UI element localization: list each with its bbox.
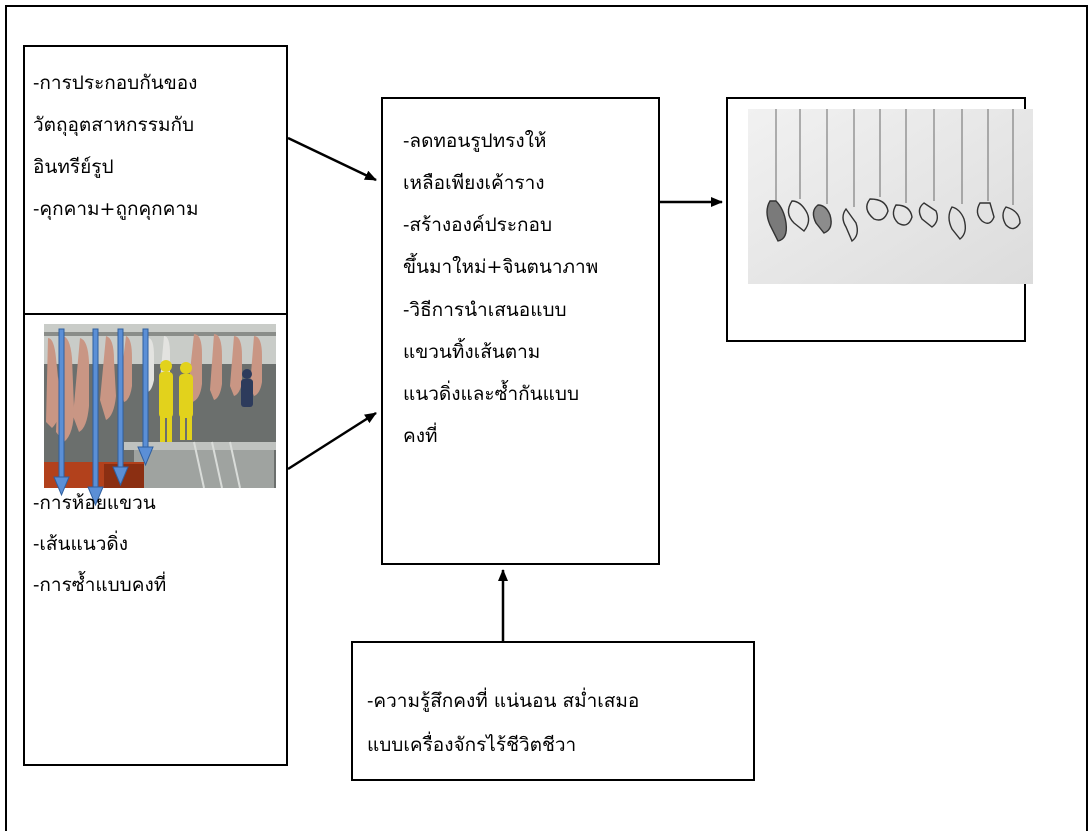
center-line-1: -ลดทอนรูปทรงให้ [403, 130, 547, 152]
bottom-center-box: -ความรู้สึกคงที่ แน่นอน สม่ำเสมอ แบบเครื… [351, 641, 755, 781]
outer-frame [5, 5, 1088, 831]
arrow-top-left-to-center [287, 136, 377, 182]
bottom-left-line-3: -การซ้ำแบบคงที่ [33, 574, 167, 596]
bottom-left-box: -การห้อยแขวน -เส้นแนวดิ่ง -การซ้ำแบบคงที… [23, 313, 288, 766]
center-line-4: ขึ้นมาใหม่+จินตนาภาพ [403, 256, 599, 278]
center-line-6: แขวนทิ้งเส้นตาม [403, 341, 541, 363]
top-left-line-2: วัตถุอุตสาหกรรมกับ [33, 114, 195, 136]
top-left-box: -การประกอบกันของ วัตถุอุตสาหกรรมกับ อินท… [23, 45, 288, 315]
center-line-7: แนวดิ่งและซ้ำกันแบบ [403, 383, 580, 405]
photo-down-arrows [53, 328, 154, 507]
bottom-left-line-1: -การห้อยแขวน [33, 492, 156, 514]
top-left-line-3: อินทรีย์รูป [33, 156, 114, 178]
right-image-box [726, 97, 1033, 342]
center-line-2: เหลือเพียงเค้าราง [403, 172, 545, 194]
bottom-center-line-1: -ความรู้สึกคงที่ แน่นอน สม่ำเสมอ [367, 690, 640, 712]
center-line-5: -วิธีการนำเสนอแบบ [403, 299, 567, 321]
hanging-sculptures-sketch [748, 109, 1033, 284]
top-left-line-1: -การประกอบกันของ [33, 72, 198, 94]
arrow-bottom-left-to-center [287, 411, 377, 471]
top-left-line-4: -คุกคาม+ถูกคุกคาม [33, 198, 199, 220]
bottom-left-line-2: -เส้นแนวดิ่ง [33, 533, 129, 555]
center-line-8: คงที่ [403, 425, 438, 447]
bottom-center-line-2: แบบเครื่องจักรไร้ชีวิตชีวา [367, 734, 577, 756]
center-line-3: -สร้างองค์ประกอบ [403, 214, 553, 236]
center-box: -ลดทอนรูปทรงให้ เหลือเพียงเค้าราง -สร้าง… [381, 97, 660, 565]
